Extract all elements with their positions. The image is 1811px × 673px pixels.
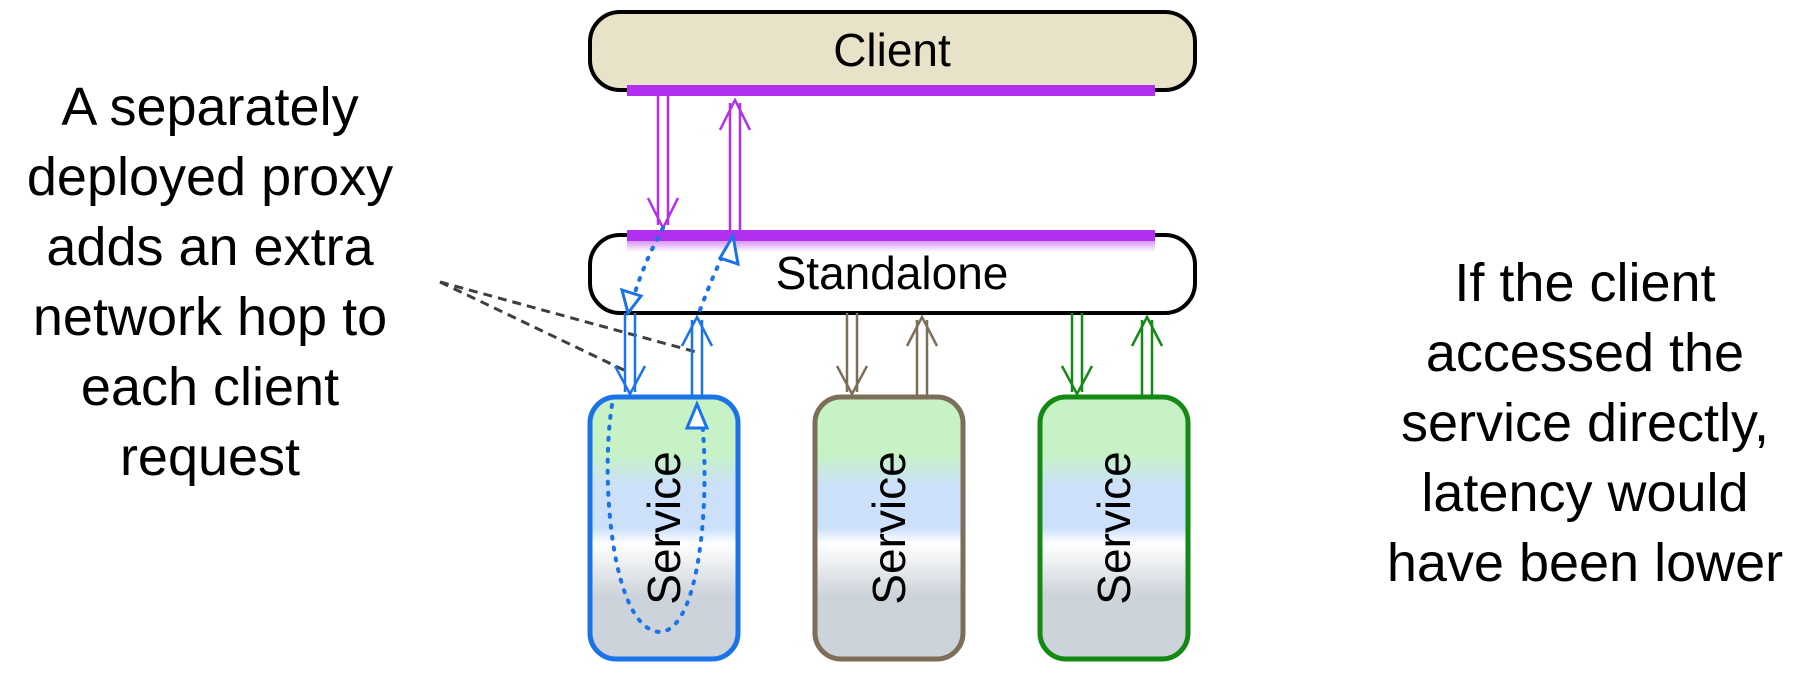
callout-line xyxy=(439,280,629,374)
service-box xyxy=(1037,394,1191,662)
annotation-line: request xyxy=(119,427,301,487)
annotation-line: If the client xyxy=(1454,253,1716,313)
service-1-arrows xyxy=(613,313,714,397)
client-label: Client xyxy=(833,24,951,76)
down-arrow-icon xyxy=(613,313,647,397)
up-arrow-icon xyxy=(718,97,752,230)
annotation-line: adds an extra xyxy=(46,217,374,277)
proxy-hop-annotation: A separately deployed proxy adds an extr… xyxy=(0,72,420,492)
service-2-arrows xyxy=(835,313,939,397)
service-label: Service xyxy=(1088,451,1140,604)
annotation-line: accessed the xyxy=(1425,323,1745,383)
up-arrow-icon xyxy=(905,314,939,397)
up-arrow-icon xyxy=(1130,314,1164,397)
hop-path-loop xyxy=(605,403,707,635)
latency-annotation: If the client accessed the service direc… xyxy=(1355,248,1811,598)
annotation-line: each client xyxy=(80,357,340,417)
callout-lines xyxy=(439,280,701,374)
annotation-line: have been lower xyxy=(1386,533,1784,593)
annotation-line: service directly, xyxy=(1400,393,1770,453)
client-proxy-bar xyxy=(627,85,1155,96)
hop-arrowhead-icon xyxy=(717,231,740,267)
standalone-proxy-node: Standalone xyxy=(588,230,1197,315)
annotation-line: network hop to xyxy=(32,287,388,347)
service-node-2: Service xyxy=(812,394,966,662)
service-label: Service xyxy=(638,451,690,604)
up-arrow-icon xyxy=(680,314,714,397)
down-arrow-icon xyxy=(835,313,869,397)
standalone-proxy-bar xyxy=(627,230,1155,241)
annotation-line: A separately xyxy=(61,77,359,137)
standalone-label: Standalone xyxy=(776,247,1009,299)
service-node-3: Service xyxy=(1037,394,1191,662)
client-standalone-arrows xyxy=(646,96,752,231)
services: Service Service Service xyxy=(587,394,1191,662)
annotation-line: latency would xyxy=(1421,463,1749,523)
service-box xyxy=(812,394,966,662)
hop-arrowhead-icon xyxy=(684,400,710,430)
down-arrow-icon xyxy=(1060,313,1094,397)
hop-arrowhead-icon xyxy=(619,287,644,317)
standalone-bar-glow xyxy=(627,240,1155,252)
service-3-arrows xyxy=(1060,313,1164,397)
annotation-line: deployed proxy xyxy=(26,147,394,207)
service-node-1: Service xyxy=(587,394,741,662)
request-hop-path xyxy=(605,226,740,635)
client-node: Client xyxy=(588,10,1197,96)
service-label: Service xyxy=(863,451,915,604)
down-arrow-icon xyxy=(646,96,680,231)
service-box xyxy=(587,394,741,662)
